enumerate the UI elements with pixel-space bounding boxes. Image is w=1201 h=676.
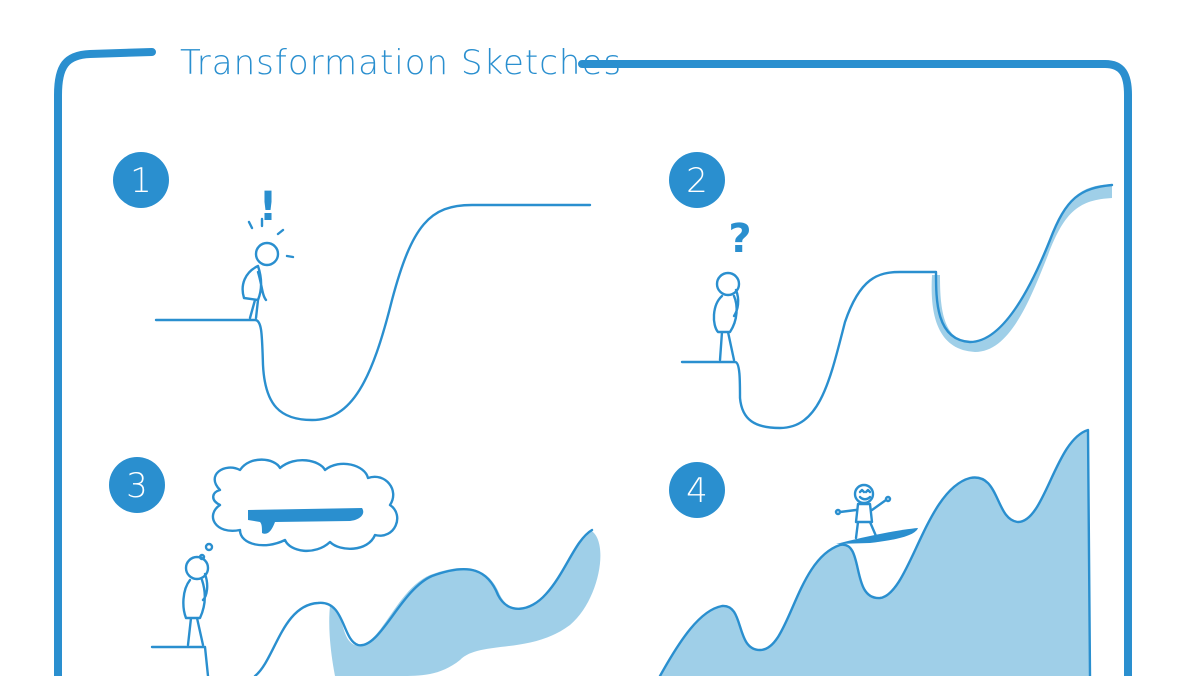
- stick-figure: [241, 217, 295, 320]
- terrain-line: [680, 183, 1114, 430]
- thought-cloud: [211, 458, 399, 552]
- stick-figure: [182, 555, 210, 647]
- surfer-figure: [834, 483, 892, 540]
- terrain-line: [154, 203, 592, 422]
- surfboard-idea: [248, 508, 364, 534]
- wave-outline: [658, 428, 1092, 676]
- step-number-2: 2: [686, 161, 708, 201]
- wave-fill: [329, 530, 601, 676]
- step-badge-2: [669, 152, 725, 208]
- step-badge-4: [669, 462, 725, 518]
- frame-right: [578, 60, 1132, 676]
- question-mark: ?: [728, 216, 751, 262]
- title: Transformation Sketches: [180, 43, 622, 83]
- stick-figure: [712, 271, 741, 362]
- panel-4: 4: [658, 428, 1092, 676]
- step-number-3: 3: [126, 466, 148, 506]
- exclamation-mark: !: [259, 184, 277, 230]
- frame-left: [54, 48, 156, 676]
- thought-dot: [204, 542, 214, 552]
- wave-fill: [660, 430, 1090, 676]
- panel-2: 2 ?: [669, 152, 1114, 430]
- panel-3: 3: [109, 457, 601, 676]
- wave-shadow: [931, 184, 1112, 352]
- step-number-4: 4: [686, 471, 708, 511]
- panel-1: 1 !: [113, 152, 592, 422]
- step-badge-1: [113, 152, 169, 208]
- step-number-1: 1: [130, 161, 152, 201]
- step-badge-3: [109, 457, 165, 513]
- terrain-line: [150, 528, 594, 676]
